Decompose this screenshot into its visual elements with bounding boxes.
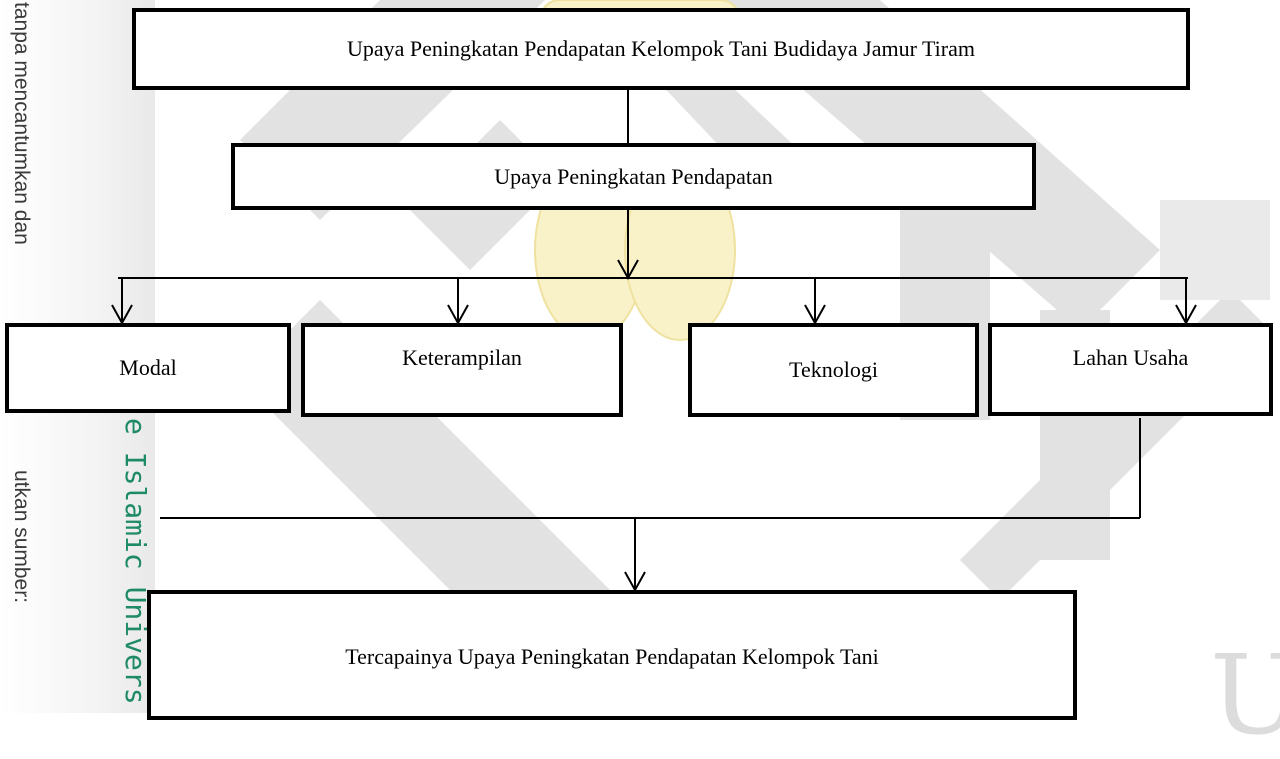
sub-node-label: Upaya Peningkatan Pendapatan xyxy=(494,163,773,189)
factor-node-lahan-usaha: Lahan Usaha xyxy=(988,323,1273,416)
factor-label-modal: Modal xyxy=(119,355,177,380)
factor-node-modal: Modal xyxy=(5,323,291,413)
root-node-label: Upaya Peningkatan Pendapatan Kelompok Ta… xyxy=(347,36,975,61)
factor-node-teknologi: Teknologi xyxy=(688,323,979,417)
diagram-sub-node: Upaya Peningkatan Pendapatan xyxy=(231,143,1036,210)
factor-label-keterampilan: Keterampilan xyxy=(402,345,522,370)
factor-node-keterampilan: Keterampilan xyxy=(301,323,623,417)
factor-label-lahan-usaha: Lahan Usaha xyxy=(1072,345,1189,370)
connector-lines xyxy=(111,88,1197,593)
diagram-result-node: Tercapainya Upaya Peningkatan Pendapatan… xyxy=(147,590,1077,720)
factor-label-teknologi: Teknologi xyxy=(789,357,878,382)
result-node-label: Tercapainya Upaya Peningkatan Pendapatan… xyxy=(345,644,879,669)
diagram-root-node: Upaya Peningkatan Pendapatan Kelompok Ta… xyxy=(132,8,1190,90)
